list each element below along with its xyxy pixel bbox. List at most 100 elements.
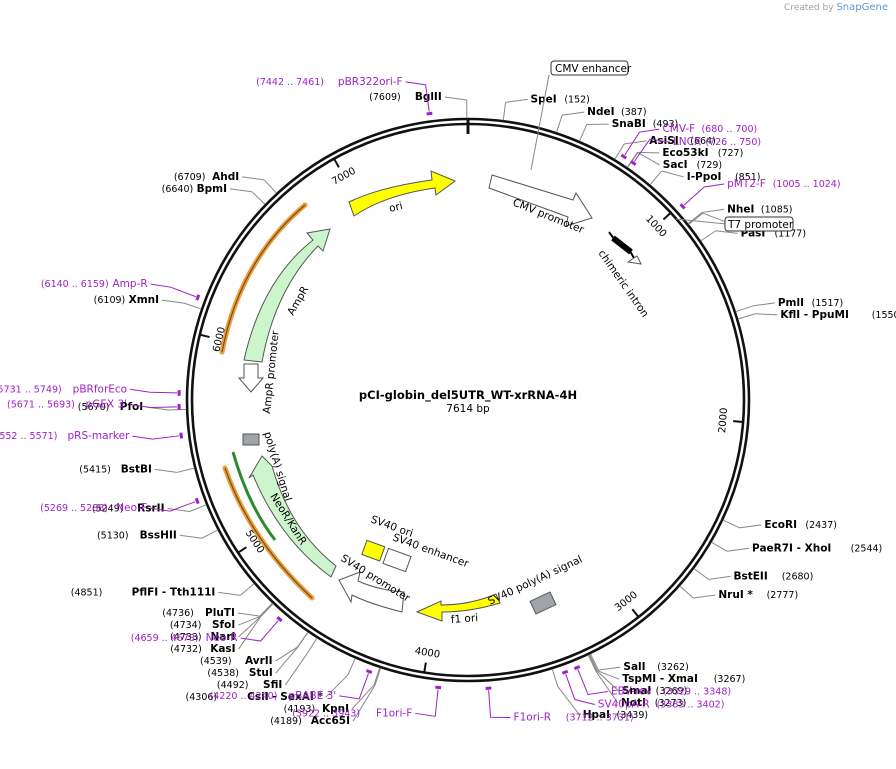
primer-name-neo-r[interactable]: Neo-R: [206, 632, 238, 644]
enzyme-name-saci[interactable]: SacI: [663, 159, 688, 171]
enzyme-name-avrii[interactable]: AvrII: [245, 655, 273, 667]
enzyme-name-kfli-ppumi[interactable]: KflI - PpuMI: [780, 309, 849, 321]
primer-leader-f1ori-f: [415, 689, 439, 717]
enzyme-name-i-ppoi[interactable]: I-PpoI: [687, 171, 722, 183]
enzyme-name-eco53ki[interactable]: Eco53kI: [662, 147, 708, 159]
enzyme-name-sfii[interactable]: SfiI: [263, 679, 282, 691]
enzyme-leader-noti: [587, 654, 597, 672]
primer-mark-cmv-f[interactable]: [620, 153, 628, 160]
enzyme-connector-sfii: [284, 653, 308, 686]
sv40-promoter-arrow[interactable]: [338, 571, 405, 613]
primer-leader-neo-f: [149, 501, 196, 512]
enzyme-leader-rsrii: [189, 504, 207, 512]
enzyme-name-pluti[interactable]: PluTI: [205, 607, 235, 619]
enzyme-name-pfoi[interactable]: PfoI: [120, 401, 143, 413]
ori-arrow[interactable]: [348, 170, 457, 217]
primer-mark-lncx[interactable]: [630, 160, 637, 166]
enzyme-name-smai[interactable]: SmaI: [622, 685, 652, 697]
sv40-enhancer-box[interactable]: [382, 547, 412, 573]
polya-signal-box[interactable]: [242, 433, 260, 446]
primer-pos-neo-r: (4659 .. 4678): [131, 633, 199, 644]
primer-name-pbr322ori-f[interactable]: pBR322ori-F: [338, 76, 403, 88]
enzyme-name-spei[interactable]: SpeI: [531, 93, 557, 105]
primer-mark-neo-f[interactable]: [194, 497, 200, 505]
enzyme-name-acc65i[interactable]: Acc65I: [311, 715, 350, 727]
enzyme-leader-kfli-ppumi: [737, 313, 756, 320]
primer-pos-pbr322ori-f: (7442 .. 7461): [256, 77, 324, 88]
enzyme-leader-spei: [502, 102, 507, 121]
primer-mark-pbabe-3[interactable]: [365, 669, 373, 674]
enzyme-name-bglii[interactable]: BglII: [415, 91, 442, 103]
primer-name-pgex-3[interactable]: pGEX 3': [86, 398, 128, 410]
f1-ori-arrow[interactable]: [415, 593, 501, 622]
primer-mark-pbr322ori-f[interactable]: [426, 111, 433, 116]
enzyme-name-pmli[interactable]: PmlI: [778, 297, 804, 309]
enzyme-connector-avrii: [275, 646, 298, 662]
primer-mark-f1ori-f[interactable]: [435, 685, 442, 690]
primer-mark-neo-r[interactable]: [276, 616, 283, 623]
enzyme-name-paer7i-xhoi[interactable]: PaeR7I - XhoI: [752, 542, 831, 554]
cmv-promoter-arrow[interactable]: [488, 174, 593, 227]
enzyme-name-kasi[interactable]: KasI: [210, 643, 235, 655]
enzyme-name-ahdi[interactable]: AhdI: [212, 171, 239, 183]
enzyme-name-stui[interactable]: StuI: [249, 667, 273, 679]
enzyme-name-bpmi[interactable]: BpmI: [197, 183, 227, 195]
enzyme-pos-saci: (729): [697, 160, 723, 171]
enzyme-name-nhei[interactable]: NheI: [727, 203, 754, 215]
enzyme-pos-nari: (4733): [170, 632, 202, 643]
enzyme-leader-pasi: [700, 230, 716, 242]
backbone: [185, 117, 751, 683]
enzyme-name-sali[interactable]: SalI: [623, 661, 645, 673]
primer-name-pmt2-f[interactable]: pMT2-F: [727, 178, 766, 190]
primer-name-cmv-f[interactable]: CMV-F: [662, 123, 695, 135]
primer-name-neo-f[interactable]: Neo-F: [116, 502, 147, 514]
primer-name-lncx[interactable]: LNCX: [673, 136, 701, 148]
enzyme-pos-kpni: (4193): [284, 704, 316, 715]
primer-name-pbrforeco[interactable]: pBRforEco: [73, 383, 127, 395]
tick-mark-1000: [662, 212, 672, 221]
enzyme-name-hpai[interactable]: HpaI: [583, 709, 610, 721]
ampr-promoter-arrow[interactable]: [237, 363, 265, 393]
enzyme-connector-asisi: [624, 140, 647, 145]
enzyme-pos-smai: (3269): [656, 686, 688, 697]
enzyme-name-ndei[interactable]: NdeI: [587, 106, 614, 118]
enzyme-name-bsshii[interactable]: BssHII: [140, 529, 177, 541]
enzyme-name-bsteii[interactable]: BstEII: [733, 570, 767, 582]
ampr-arrow[interactable]: [243, 228, 331, 363]
tick-mark-4000: [423, 662, 427, 673]
enzyme-name-sfoi[interactable]: SfoI: [212, 619, 235, 631]
primer-name-ebv-rev[interactable]: EBV-rev: [611, 685, 652, 697]
primer-mark-sv40pa-r[interactable]: [561, 669, 569, 675]
enzyme-name-csii-sexai[interactable]: CsiI - SexAI *: [247, 691, 323, 703]
neor-arrow[interactable]: [248, 455, 337, 578]
primer-mark-amp-r[interactable]: [195, 294, 201, 301]
enzyme-pos-bglii: (7609): [369, 92, 401, 103]
enzyme-name-bstbi[interactable]: BstBI: [121, 463, 152, 475]
enzyme-name-kpni[interactable]: KpnI: [322, 703, 349, 715]
enzyme-name-noti[interactable]: NotI: [621, 697, 646, 709]
primer-mark-prs-marker[interactable]: [179, 432, 184, 439]
primer-mark-pmt2-f[interactable]: [679, 203, 686, 210]
primer-name-pbabe-3[interactable]: pBABE 3': [288, 690, 336, 702]
enzyme-name-nari[interactable]: NarI: [210, 631, 235, 643]
enzyme-name-pflfi-tth111i[interactable]: PflFI - Tth111I: [132, 586, 216, 598]
primer-name-f1ori-r[interactable]: F1ori-R: [514, 711, 551, 723]
enzyme-name-tspmi-xmai[interactable]: TspMI - XmaI: [622, 673, 698, 685]
primer-mark-ebv-rev[interactable]: [573, 665, 581, 671]
enzyme-name-nrui[interactable]: NruI *: [718, 589, 753, 601]
intron-cap-right: [626, 245, 635, 259]
enzyme-pos-pluti: (4736): [162, 608, 194, 619]
primer-name-sv40pa-r[interactable]: SV40pA-R: [598, 698, 650, 710]
primer-name-f1ori-f[interactable]: F1ori-F: [376, 707, 412, 719]
enzyme-name-ecori[interactable]: EcoRI: [764, 519, 797, 531]
sv40-polya-box[interactable]: [529, 591, 557, 615]
enzyme-leader-smai: [588, 654, 598, 672]
primer-leader-pbrforeco: [130, 388, 178, 394]
primer-name-amp-r[interactable]: Amp-R: [113, 278, 148, 290]
enzyme-connector-kasi: [238, 616, 262, 650]
enzyme-name-snabi[interactable]: SnaBI: [612, 118, 646, 130]
primer-name-prs-marker[interactable]: pRS-marker: [68, 430, 131, 442]
enzyme-name-xmni[interactable]: XmnI: [129, 294, 159, 306]
enzyme-pos-snabi: (493): [653, 119, 679, 130]
sv40-ori-box[interactable]: [361, 539, 386, 562]
